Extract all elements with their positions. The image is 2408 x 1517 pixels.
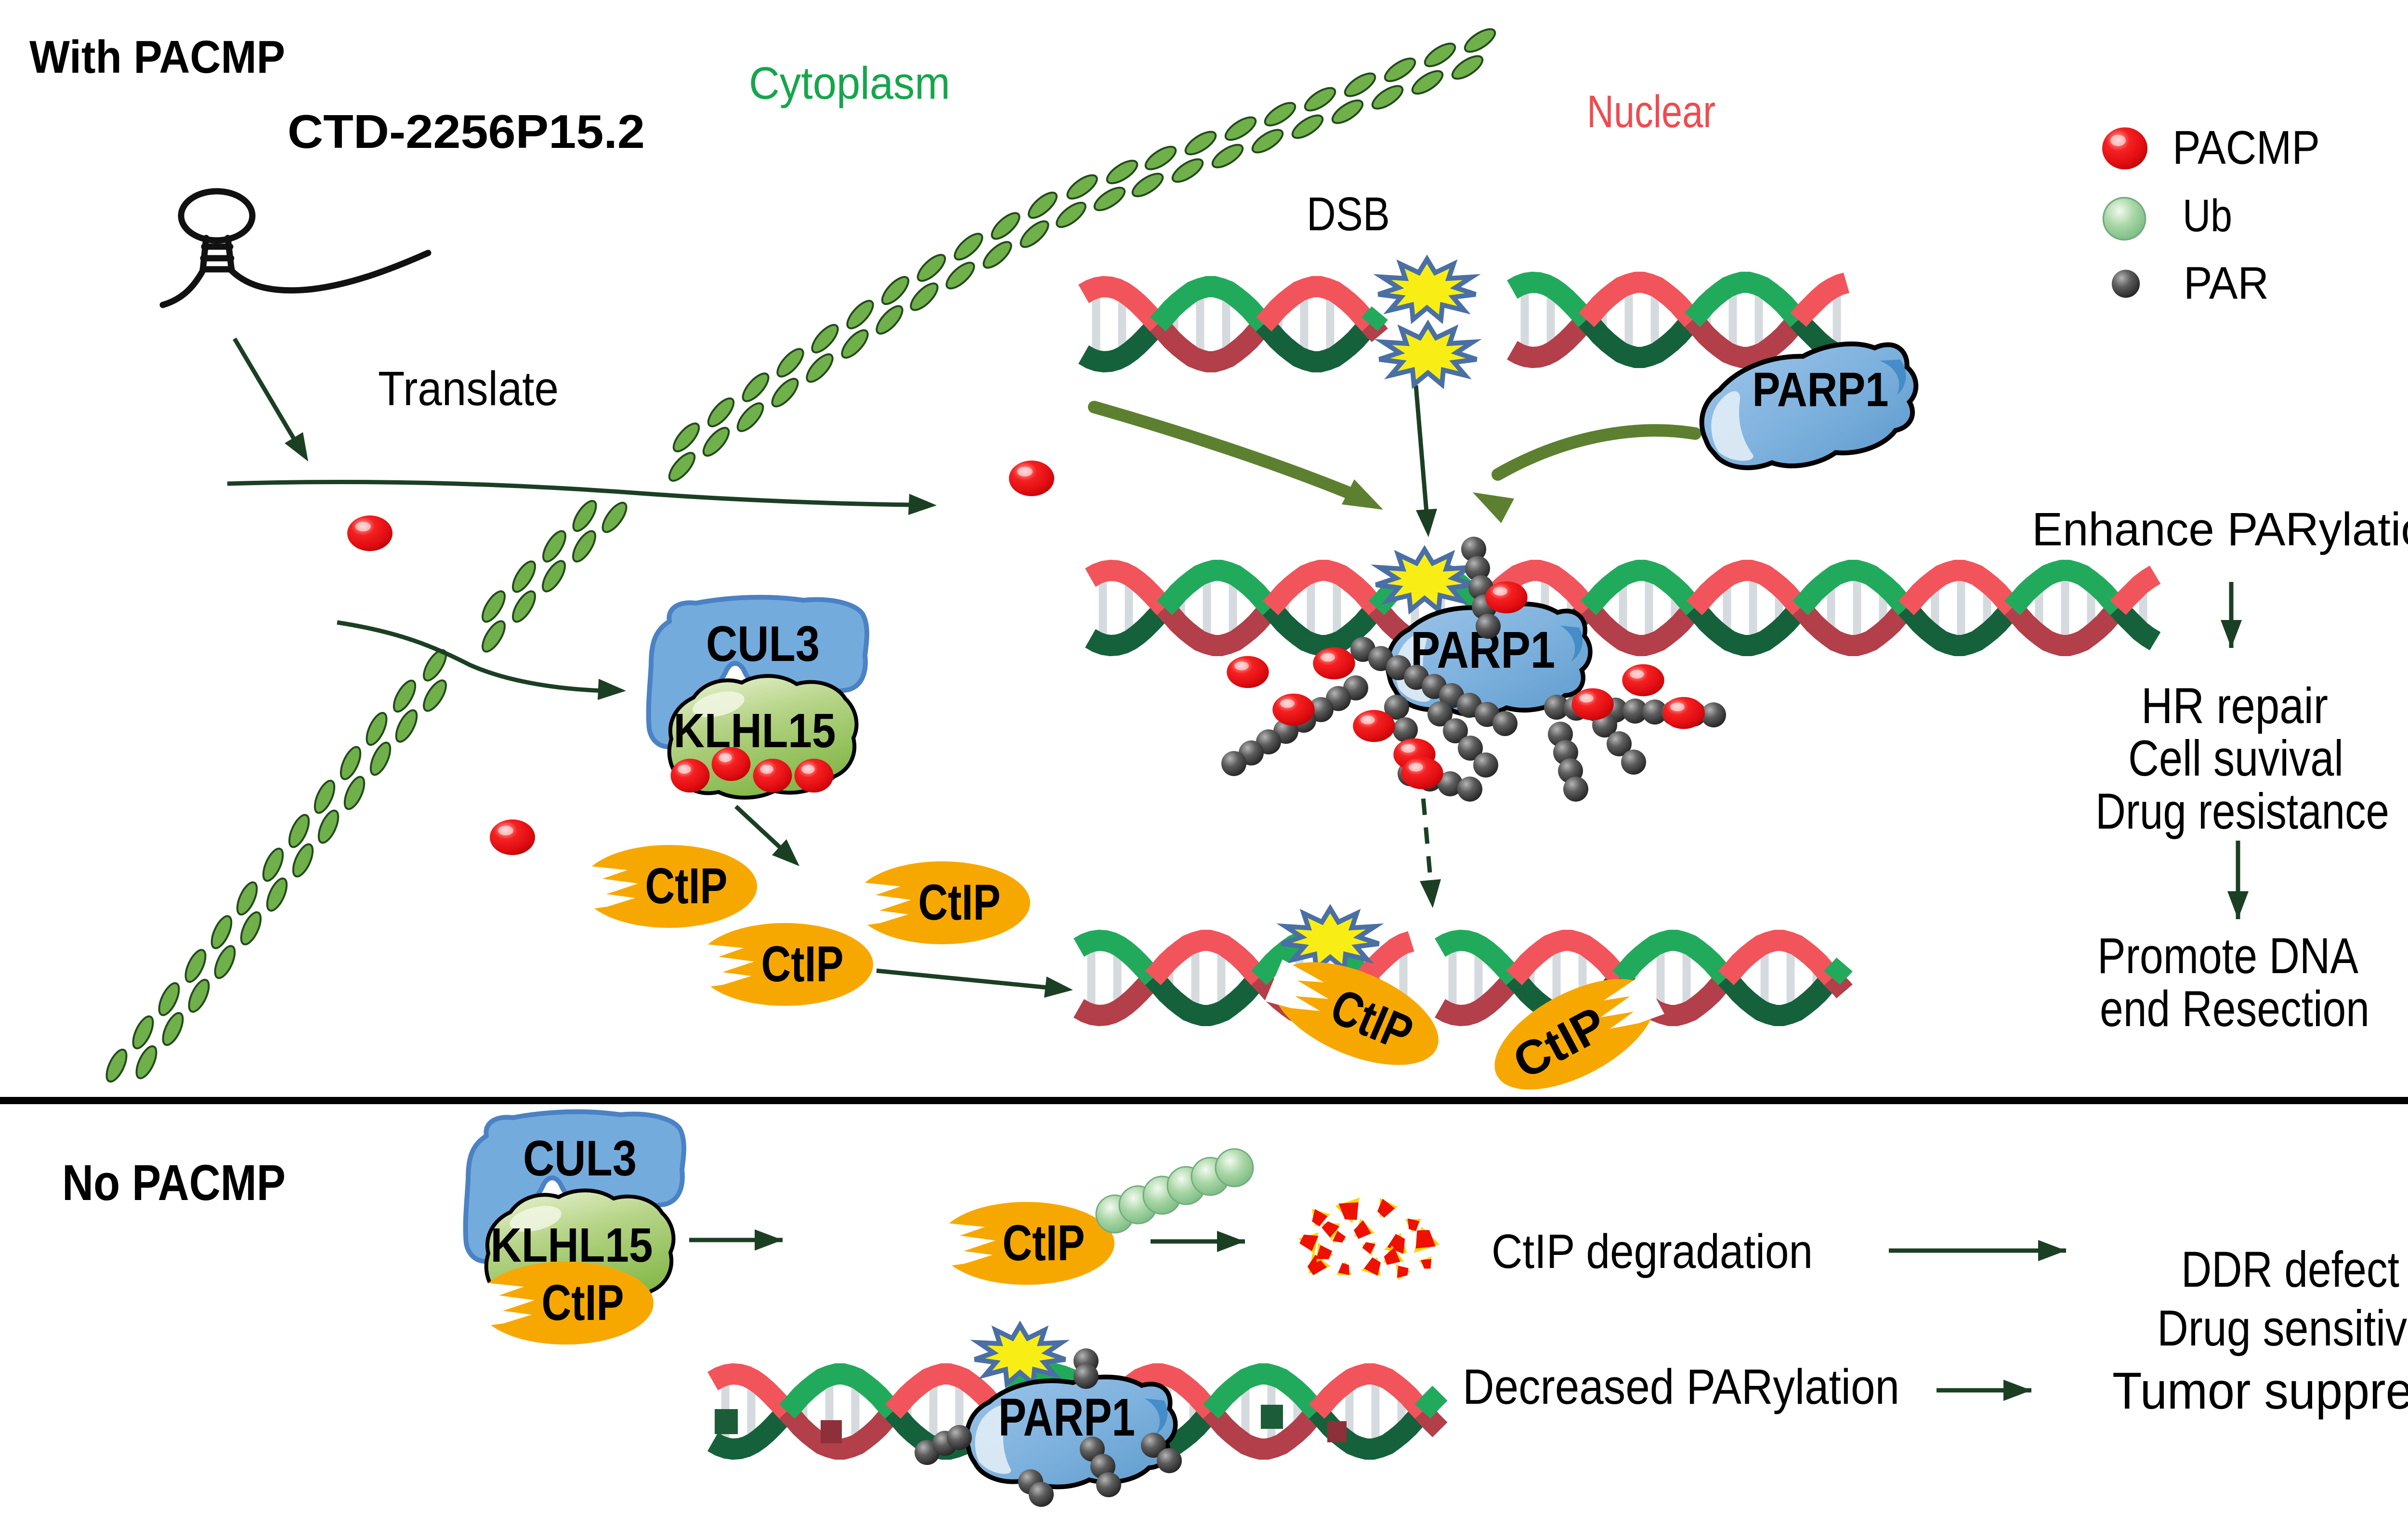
svg-text:Ub: Ub (2183, 190, 2232, 241)
svg-text:PAR: PAR (2184, 258, 2269, 309)
svg-text:PARP1: PARP1 (1753, 363, 1889, 417)
svg-text:CtIP: CtIP (1003, 1215, 1085, 1271)
svg-text:Enhance PARylation: Enhance PARylation (2032, 503, 2408, 555)
svg-text:Translate: Translate (378, 362, 559, 416)
svg-text:CUL3: CUL3 (706, 616, 820, 672)
svg-text:Drug resistance: Drug resistance (2095, 783, 2389, 840)
svg-text:Promote DNA: Promote DNA (2097, 928, 2358, 984)
svg-text:CtIP: CtIP (542, 1275, 624, 1331)
svg-text:HR repair: HR repair (2141, 678, 2328, 734)
svg-text:No PACMP: No PACMP (62, 1155, 286, 1211)
svg-text:Decreased PARylation: Decreased PARylation (1463, 1359, 1899, 1414)
svg-text:PACMP: PACMP (2172, 121, 2320, 174)
svg-text:CtIP: CtIP (918, 874, 1001, 931)
svg-text:With PACMP: With PACMP (29, 31, 285, 83)
svg-text:DSB: DSB (1307, 187, 1390, 240)
svg-text:CUL3: CUL3 (523, 1131, 637, 1187)
svg-text:Nuclear: Nuclear (1587, 86, 1715, 137)
svg-text:Cytoplasm: Cytoplasm (749, 58, 950, 109)
svg-text:PARP1: PARP1 (998, 1388, 1135, 1447)
svg-text:end Resection: end Resection (2100, 981, 2369, 1037)
svg-text:Drug sensitive: Drug sensitive (2157, 1300, 2408, 1357)
svg-text:KLHL15: KLHL15 (674, 704, 836, 758)
svg-text:CtIP degradation: CtIP degradation (1492, 1225, 1813, 1279)
svg-text:Cell suvival: Cell suvival (2128, 730, 2343, 787)
svg-text:CTD-2256P15.2: CTD-2256P15.2 (288, 105, 645, 158)
svg-text:DDR defect: DDR defect (2181, 1241, 2399, 1298)
svg-text:CtIP: CtIP (645, 858, 728, 914)
svg-text:Tumor suppression: Tumor suppression (2112, 1361, 2408, 1420)
svg-text:CtIP: CtIP (761, 936, 844, 992)
